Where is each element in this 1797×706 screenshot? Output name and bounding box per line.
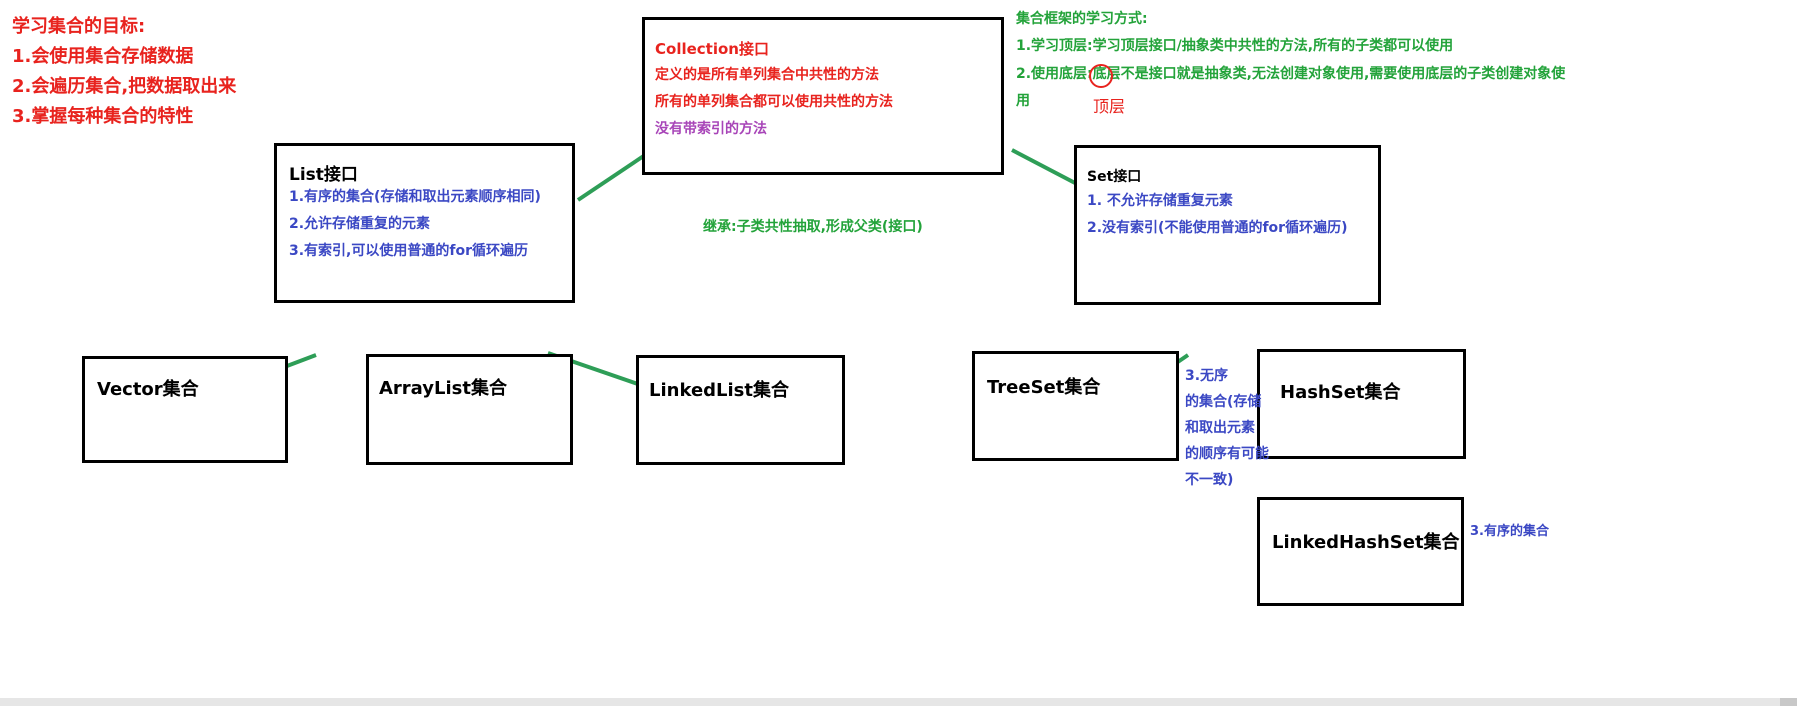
annotation-top-layer: 顶层 [1093, 97, 1126, 116]
hashset-note: 3.无序 的集合(存储 和取出元素 的顺序有可能 不一致) [1185, 363, 1269, 493]
list-line-1: 1.有序的集合(存储和取出元素顺序相同) [289, 189, 541, 205]
vector-node: Vector集合 [82, 356, 288, 463]
horizontal-scrollbar[interactable] [0, 698, 1797, 706]
linkedlist-label: LinkedList集合 [649, 380, 789, 401]
collection-line-1: 定义的是所有单列集合中共性的方法 [655, 67, 879, 83]
arraylist-label: ArrayList集合 [379, 378, 507, 399]
framework-title: 集合框架的学习方式: [1016, 11, 1148, 27]
collection-note: 没有带索引的方法 [655, 121, 767, 137]
hashset-note-line-2: 的集合(存储 [1185, 394, 1262, 410]
collection-interface-box: Collection接口 定义的是所有单列集合中共性的方法 所有的单列集合都可以… [642, 17, 1004, 175]
collection-line-2: 所有的单列集合都可以使用共性的方法 [655, 94, 893, 110]
list-line-3: 3.有索引,可以使用普通的for循环遍历 [289, 243, 528, 259]
learning-goals: 学习集合的目标: 1.会使用集合存储数据 2.会遍历集合,把数据取出来 3.掌握… [12, 12, 236, 132]
list-interface-box: List接口 1.有序的集合(存储和取出元素顺序相同) 2.允许存储重复的元素 … [274, 143, 575, 303]
treeset-node: TreeSet集合 [972, 351, 1179, 461]
list-line-2: 2.允许存储重复的元素 [289, 216, 431, 232]
set-title: Set接口 [1087, 169, 1142, 185]
framework-line-3: 用 [1016, 93, 1030, 109]
scrollbar-thumb[interactable] [0, 698, 1780, 706]
hashset-note-line-3: 和取出元素 [1185, 420, 1255, 436]
collection-title: Collection接口 [655, 40, 769, 58]
set-line-1: 1. 不允许存储重复元素 [1087, 193, 1233, 209]
hashset-note-line-5: 不一致) [1185, 472, 1234, 488]
goals-title: 学习集合的目标: [12, 16, 146, 37]
vector-label: Vector集合 [97, 379, 199, 400]
goal-item-2: 2.会遍历集合,把数据取出来 [12, 76, 237, 97]
hashset-note-line-1: 3.无序 [1185, 368, 1229, 384]
linkedhashset-label: LinkedHashSet集合 [1272, 532, 1460, 553]
framework-line-2: 2.使用底层:底层不是接口就是抽象类,无法创建对象使用,需要使用底层的子类创建对… [1016, 66, 1566, 82]
annotation-circle [1089, 64, 1113, 88]
arraylist-node: ArrayList集合 [366, 354, 573, 465]
goal-item-3: 3.掌握每种集合的特性 [12, 106, 194, 127]
hashset-note-line-4: 的顺序有可能 [1185, 446, 1269, 462]
hashset-label: HashSet集合 [1280, 382, 1401, 403]
treeset-label: TreeSet集合 [987, 377, 1101, 398]
inheritance-note: 继承:子类共性抽取,形成父类(接口) [703, 219, 923, 235]
linkedlist-node: LinkedList集合 [636, 355, 845, 465]
list-title: List接口 [289, 165, 358, 185]
goal-item-1: 1.会使用集合存储数据 [12, 46, 194, 67]
hashset-node: HashSet集合 [1257, 349, 1466, 459]
linkedhashset-note: 3.有序的集合 [1470, 524, 1549, 539]
framework-line-1: 1.学习顶层:学习顶层接口/抽象类中共性的方法,所有的子类都可以使用 [1016, 38, 1454, 54]
set-line-2: 2.没有索引(不能使用普通的for循环遍历) [1087, 220, 1348, 236]
set-interface-box: Set接口 1. 不允许存储重复元素 2.没有索引(不能使用普通的for循环遍历… [1074, 145, 1381, 305]
linkedhashset-node: LinkedHashSet集合 [1257, 497, 1464, 606]
